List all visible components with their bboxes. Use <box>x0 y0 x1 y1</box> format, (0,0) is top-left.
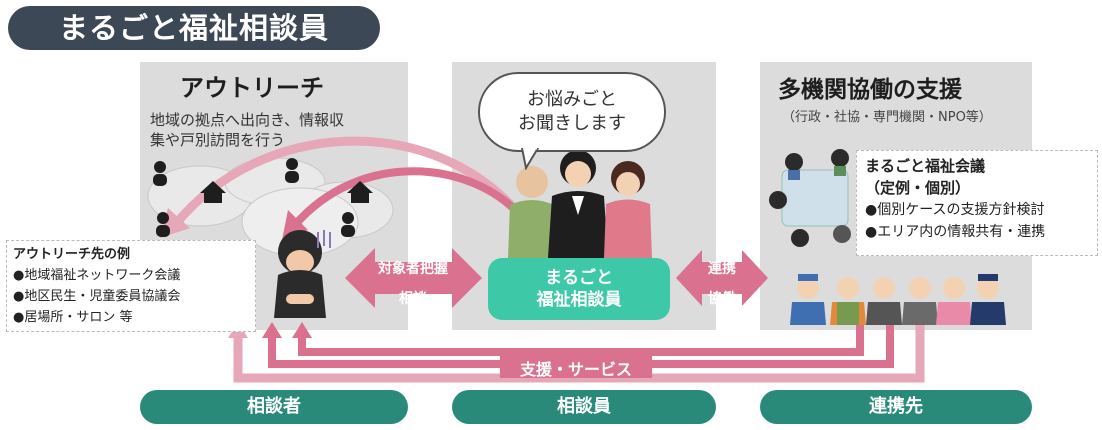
right-double-arrow <box>676 250 768 306</box>
worried-person-icon <box>274 230 331 318</box>
partner-staff-icon <box>830 277 866 325</box>
bubble-line: お聞きします <box>518 113 626 134</box>
counselor-label-line: 福祉相談員 <box>536 290 622 310</box>
person-silhouette-icon <box>156 212 170 237</box>
person-silhouette-icon <box>285 158 299 183</box>
meeting-box: まるごと福祉会議 （定例・個別） ●個別ケースの支援方針検討 ●エリア内の情報共… <box>856 150 1098 256</box>
outreach-desc-line: 地域の拠点へ出向き、情報収 <box>150 111 344 129</box>
example-item: ●地域福祉ネットワーク会議 <box>13 268 181 283</box>
meeting-illustration-icon <box>769 149 851 247</box>
outreach-arrow <box>291 167 523 228</box>
example-item: ●居場所・サロン 等 <box>13 310 133 325</box>
outreach-desc-line: 集や戸別訪問を行う <box>150 131 286 149</box>
meeting-title: まるごと福祉会議 <box>865 157 986 175</box>
arrow-label: 協働 <box>708 291 736 307</box>
outreach-examples-box: アウトリーチ先の例 ●地域福祉ネットワーク会議 ●地区民生・児童委員協議会 ●居… <box>6 240 256 332</box>
arrow-label: 相談 <box>399 291 427 307</box>
left-double-arrow <box>345 248 482 308</box>
footer-pill-partners: 連携先 <box>760 390 1032 424</box>
counselor-person-icon <box>548 150 608 258</box>
counselor-label-line: まるごと <box>545 268 613 288</box>
partner-staff-icon <box>902 277 938 325</box>
multi-agency-subheading: （行政・社協・専門機関・NPO等） <box>782 110 992 125</box>
bubble-line: お悩みごと <box>527 89 617 110</box>
elderly-person-icon <box>508 166 556 258</box>
house-icon <box>347 181 373 203</box>
arrow-label: 対象者把握 <box>378 261 448 277</box>
footer-pill-consulter: 相談者 <box>140 390 408 424</box>
person-silhouette-icon <box>153 161 167 186</box>
partner-staff-icon <box>936 277 972 325</box>
support-arrow <box>298 318 864 356</box>
partner-staff-icon <box>866 277 902 325</box>
examples-title: アウトリーチ先の例 <box>13 247 131 262</box>
meeting-item: ●エリア内の情報共有・連携 <box>865 224 1046 240</box>
footer-pill-counselor: 相談員 <box>452 390 716 424</box>
partner-staff-icon <box>790 274 826 325</box>
arrow-label: 連携 <box>708 261 736 277</box>
support-label-bg <box>500 354 652 378</box>
speech-bubble: お悩みごと お聞きします <box>478 72 666 152</box>
house-icon <box>200 181 226 203</box>
example-item: ●地区民生・児童委員協議会 <box>13 289 181 304</box>
person-silhouette-icon <box>341 212 355 237</box>
outreach-heading: アウトリーチ <box>180 74 324 102</box>
support-arrowhead <box>292 322 312 338</box>
support-arrowhead <box>262 322 282 338</box>
counselor-label: まるごと 福祉相談員 <box>488 258 670 320</box>
bubble-tail-icon <box>520 148 540 170</box>
partner-staff-icon <box>970 274 1006 325</box>
counselor-person-icon <box>604 161 652 258</box>
multi-agency-heading: 多機関協働の支援 <box>778 77 962 103</box>
meeting-item: ●個別ケースの支援方針検討 <box>865 202 1045 218</box>
support-label: 支援・サービス <box>519 360 632 379</box>
meeting-sub: （定例・個別） <box>865 179 971 197</box>
page-title: まるごと福祉相談員 <box>8 6 380 50</box>
